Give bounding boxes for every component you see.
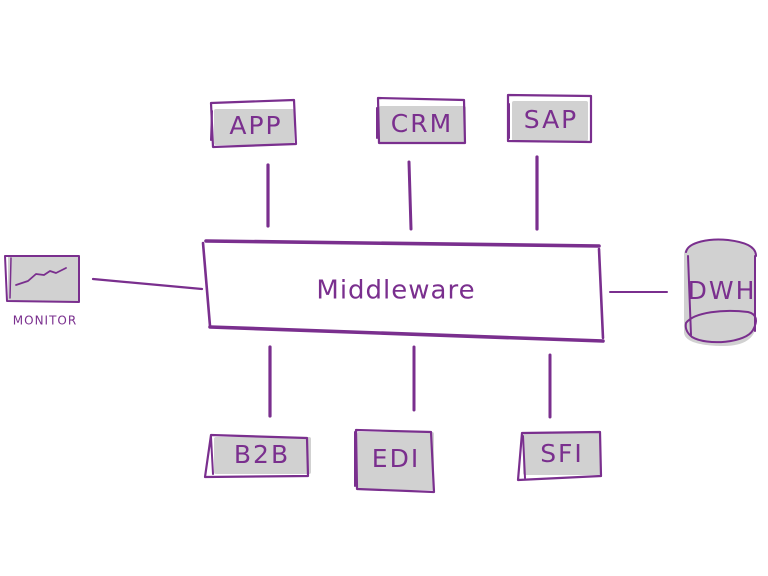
b2b-node: B2B (203, 433, 311, 479)
app-label: APP (229, 111, 282, 140)
app-node: APP (209, 98, 298, 149)
edi-label: EDI (372, 444, 420, 473)
sap-node: SAP (506, 93, 593, 144)
sfi-label: SFI (540, 439, 584, 468)
sap-label: SAP (524, 105, 579, 134)
middleware-label: Middleware (316, 276, 475, 306)
left-connector-monitor (91, 277, 204, 291)
middleware-box: Middleware (201, 239, 605, 343)
sfi-node: SFI (516, 430, 603, 482)
monitor-chart-icon (15, 267, 67, 286)
edi-node: EDI (354, 428, 436, 494)
crm-node: CRM (376, 96, 467, 145)
dwh-label: DWH (688, 276, 757, 305)
top-connector-crm (407, 160, 413, 231)
monitor-label: MONITOR (13, 314, 77, 328)
crm-label: CRM (391, 109, 453, 138)
monitor-node: MONITOR (4, 255, 80, 328)
b2b-label: B2B (234, 440, 290, 469)
dwh-node: DWH (684, 238, 757, 346)
